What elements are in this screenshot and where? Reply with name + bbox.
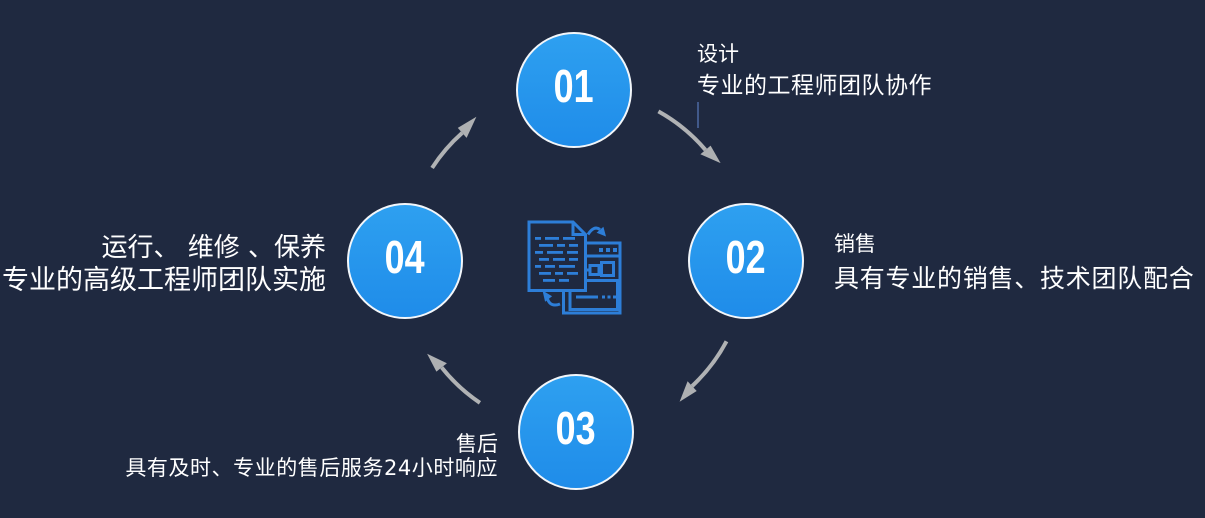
- arrow-03-to-04: [440, 366, 482, 405]
- arrow-02-to-03: [690, 340, 729, 388]
- step-desc-01: 专业的工程师团队协作: [697, 73, 932, 99]
- arrowhead-01-to-02: [700, 145, 721, 164]
- step-circle-04: 04: [347, 203, 463, 319]
- step-desc-02: 具有专业的销售、技术团队配合: [834, 263, 1195, 293]
- arrowhead-04-to-01: [457, 116, 477, 138]
- step-title-04: 运行、 维修 、保养: [101, 233, 326, 263]
- step-title-01: 设计: [697, 41, 739, 66]
- label-tick-01: [697, 102, 699, 128]
- documents-exchange-icon: [527, 220, 622, 315]
- arrowhead-02-to-03: [679, 381, 697, 402]
- step-circle-01: 01: [516, 32, 632, 148]
- step-number-04: 04: [385, 231, 425, 283]
- step-circle-03: 03: [518, 374, 634, 490]
- step-number-01: 01: [554, 60, 594, 112]
- step-circle-02: 02: [688, 203, 804, 319]
- step-desc-04: 专业的高级工程师团队实施: [2, 264, 326, 296]
- arrow-04-to-01: [430, 131, 464, 169]
- step-number-02: 02: [726, 231, 766, 283]
- step-title-03: 售后: [456, 431, 498, 456]
- step-number-03: 03: [556, 402, 596, 454]
- step-desc-03: 具有及时、专业的售后服务24小时响应: [125, 456, 498, 480]
- arrow-01-to-02: [657, 109, 708, 152]
- step-title-02: 销售: [834, 232, 876, 256]
- arrowhead-03-to-04: [427, 353, 447, 372]
